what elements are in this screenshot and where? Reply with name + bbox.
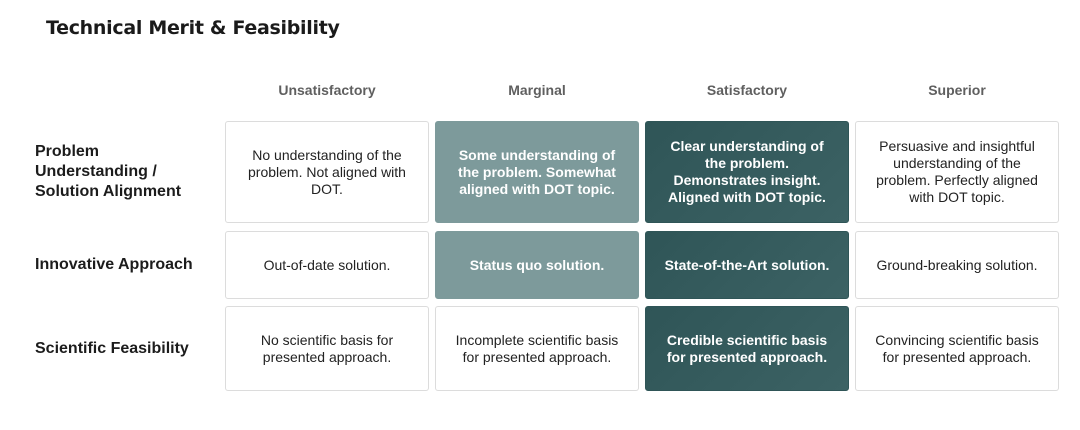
page-title: Technical Merit & Feasibility [46, 17, 340, 39]
rubric-cell-problem-satisfactory: Clear understanding of the problem. Demo… [645, 121, 849, 223]
rubric-cell-innovative-satisfactory: State-of-the-Art solution. [645, 231, 849, 299]
rubric-cell-scientific-unsatisfactory: No scientific basis for presented approa… [225, 306, 429, 391]
row-label-problem-understanding: Problem Understanding / Solution Alignme… [35, 121, 215, 223]
rubric-cell-problem-marginal: Some understanding of the problem. Somew… [435, 121, 639, 223]
rubric-cell-innovative-unsatisfactory: Out-of-date solution. [225, 231, 429, 299]
rubric-cell-problem-superior: Persuasive and insightful understanding … [855, 121, 1059, 223]
rubric-cell-scientific-superior: Convincing scientific basis for presente… [855, 306, 1059, 391]
rubric-cell-scientific-marginal: Incomplete scientific basis for presente… [435, 306, 639, 391]
column-header-marginal: Marginal [508, 82, 566, 98]
row-label-innovative-approach: Innovative Approach [35, 231, 215, 299]
row-label-scientific-feasibility: Scientific Feasibility [35, 306, 215, 391]
column-header-satisfactory: Satisfactory [706, 82, 788, 98]
rubric-cell-innovative-marginal: Status quo solution. [435, 231, 639, 299]
rubric-cell-innovative-superior: Ground-breaking solution. [855, 231, 1059, 299]
row-label-text: Innovative Approach [35, 256, 193, 273]
column-header-unsatisfactory: Unsatisfactory [278, 82, 376, 98]
row-label-text: Problem Understanding / Solution Alignme… [35, 143, 182, 200]
row-label-text: Scientific Feasibility [35, 339, 189, 357]
rubric-cell-scientific-satisfactory: Credible scientific basis for presented … [645, 306, 849, 391]
column-header-superior: Superior [928, 82, 986, 98]
rubric-cell-problem-unsatisfactory: No understanding of the problem. Not ali… [225, 121, 429, 223]
